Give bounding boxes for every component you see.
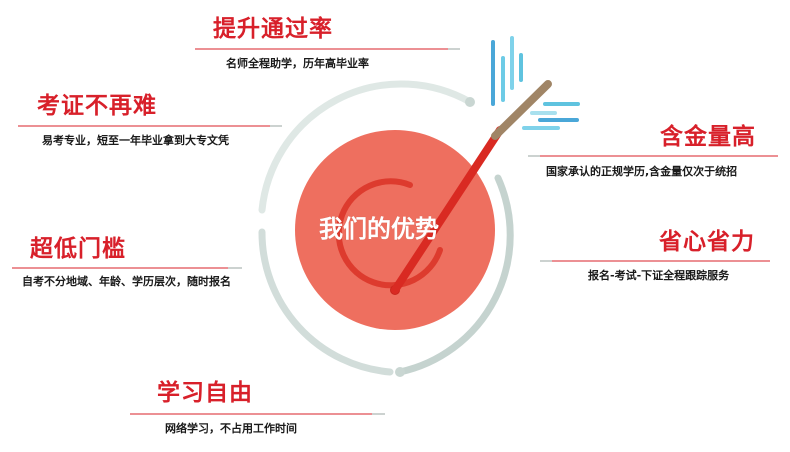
center-label: 我们的优势 bbox=[319, 215, 439, 243]
feature-title-high-value: 含金量高 bbox=[660, 124, 756, 150]
target-disc bbox=[295, 130, 495, 330]
feature-desc-low-barrier: 自考不分地域、年龄、学历层次，随时报名 bbox=[22, 275, 231, 288]
feature-desc-pass-rate: 名师全程助学，历年高毕业率 bbox=[226, 57, 369, 70]
arrow-shaft-brown bbox=[491, 80, 552, 140]
outer-ring-arc-right bbox=[396, 174, 514, 376]
ring-dot-top bbox=[465, 97, 475, 107]
feature-desc-save-effort: 报名-考试-下证全程跟踪服务 bbox=[588, 269, 730, 282]
outer-ring-arc-top bbox=[258, 80, 474, 214]
outer-ring-arc-left bbox=[258, 228, 394, 376]
arrow-shaft-red bbox=[391, 126, 504, 294]
feature-desc-no-exam: 易考专业，短至一年毕业拿到大专文凭 bbox=[42, 134, 229, 147]
ring-dot-bottom bbox=[395, 367, 405, 377]
feature-desc-free-study: 网络学习，不占用工作时间 bbox=[165, 422, 297, 435]
feature-title-no-exam: 考证不再难 bbox=[37, 93, 157, 119]
feature-title-save-effort: 省心省力 bbox=[659, 229, 755, 255]
feature-title-pass-rate: 提升通过率 bbox=[213, 16, 333, 42]
feature-title-free-study: 学习自由 bbox=[157, 380, 253, 406]
feature-desc-high-value: 国家承认的正规学历,含金量仅次于统招 bbox=[546, 165, 738, 178]
arrow-fletching bbox=[491, 36, 580, 130]
feature-title-low-barrier: 超低门槛 bbox=[30, 236, 126, 262]
target-inner-arc bbox=[335, 178, 443, 289]
